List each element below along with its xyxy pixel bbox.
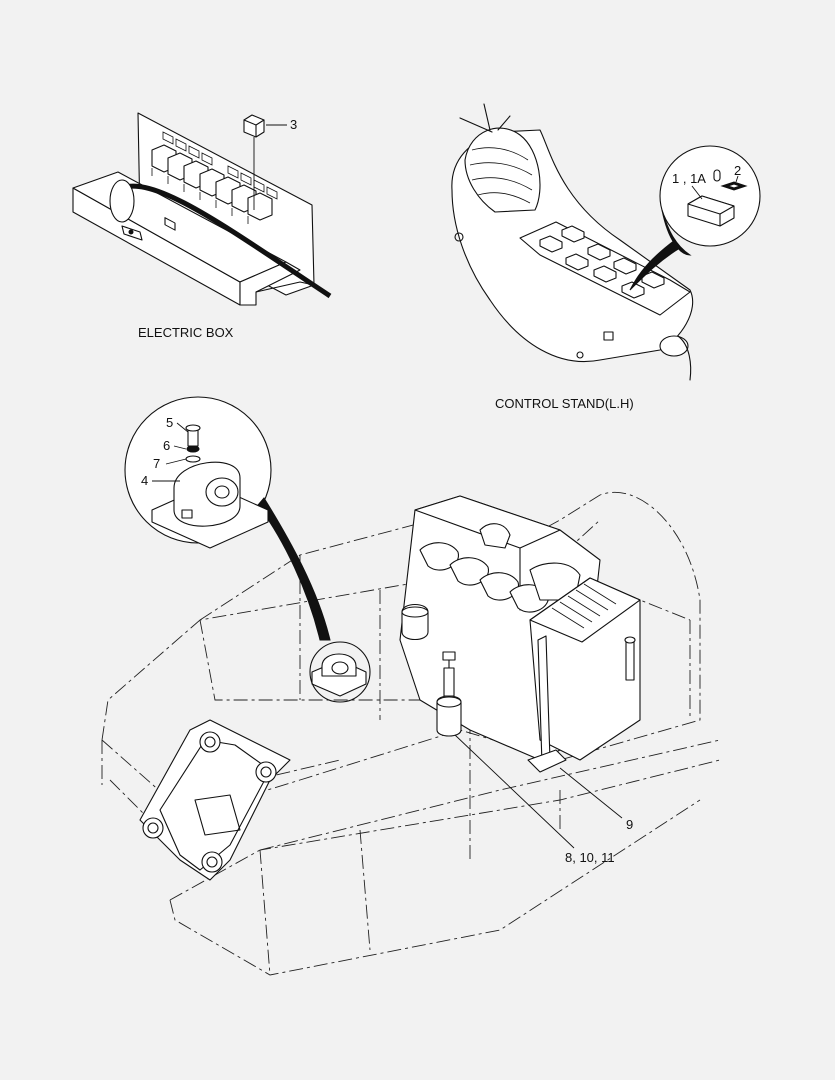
- electric-box-view: [72, 112, 332, 306]
- caption-electric-box: ELECTRIC BOX: [138, 325, 234, 340]
- callout-4: 4: [141, 473, 148, 488]
- bulb-icon: [713, 169, 721, 182]
- caption-control-stand: CONTROL STAND(L.H): [495, 396, 634, 411]
- relay-row: [151, 144, 273, 224]
- callout-9: 9: [626, 817, 633, 832]
- switch-row: [539, 225, 665, 299]
- callout-6: 6: [163, 438, 170, 453]
- engine-assembly: [311, 495, 641, 773]
- callout-7: 7: [153, 456, 160, 471]
- callout-3: 3: [290, 117, 297, 132]
- callout-1-1a: 1 , 1A: [672, 171, 706, 186]
- callout-5: 5: [166, 415, 173, 430]
- callout-8-10-11: 8, 10, 11: [565, 850, 615, 865]
- control-stand-view: [451, 103, 761, 381]
- main-assembly-view: [101, 396, 721, 976]
- hose: [625, 639, 635, 681]
- switch-detail-circle: [659, 145, 761, 247]
- fuse-windows: [164, 217, 176, 231]
- callout-2: 2: [734, 163, 741, 178]
